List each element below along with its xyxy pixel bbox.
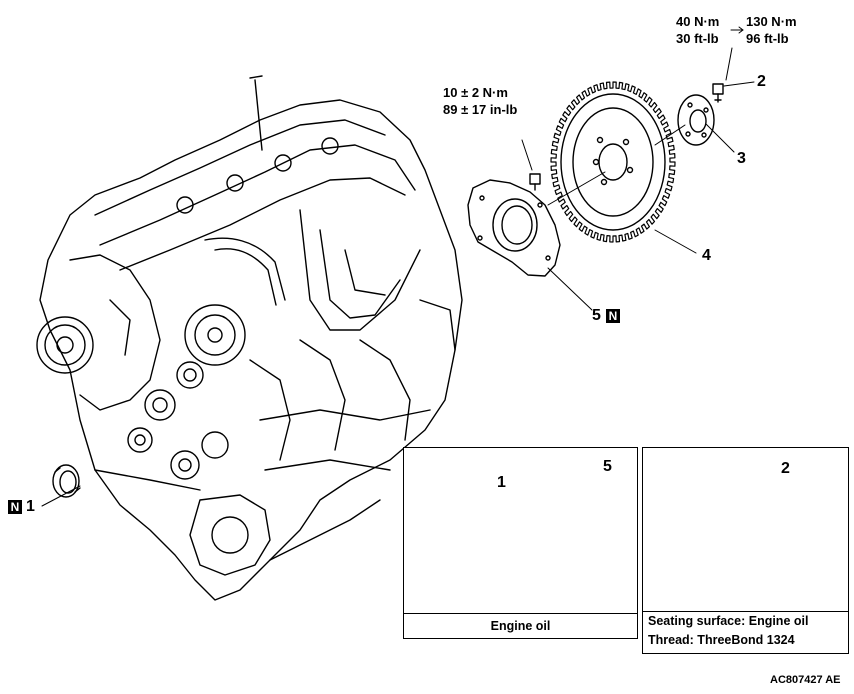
inset-callout-2: 2 — [781, 460, 790, 477]
inset-callout-1: 1 — [497, 474, 506, 491]
new-part-badge: N — [606, 309, 620, 323]
caption-thread: Thread: ThreeBond 1324 — [648, 633, 795, 647]
flywheel — [550, 81, 676, 243]
flywheel-bolt — [712, 83, 724, 103]
new-part-badge: N — [8, 500, 22, 514]
callout-1: 1 — [26, 498, 35, 515]
torque-initial-ftlb: 30 ft-lb — [676, 31, 719, 46]
inset-callout-5: 5 — [603, 458, 612, 475]
callout-4: 4 — [702, 247, 711, 264]
inset-engine-oil-caption: Engine oil — [404, 613, 637, 638]
callout-3: 3 — [737, 150, 746, 167]
torque-final-nm: 130 N·m — [746, 14, 797, 29]
torque-final-ftlb: 96 ft-lb — [746, 31, 789, 46]
caption-seating-surface: Seating surface: Engine oil — [648, 614, 809, 628]
adapter-plate — [677, 94, 715, 146]
inset-bolt-caption: Seating surface: Engine oil Thread: Thre… — [643, 611, 848, 653]
inset-bolt-panel: 2 Seating surface: Engine oil Thread: Th… — [642, 447, 849, 654]
callout-2: 2 — [757, 73, 766, 90]
reference-code: AC807427 AE — [770, 674, 841, 686]
torque-seal-case-nm: 10 ± 2 N·m — [443, 85, 508, 100]
inset-engine-oil-panel: 1 5 Engine oil — [403, 447, 638, 639]
rear-oil-seal-case — [467, 179, 561, 277]
engine-block — [36, 75, 463, 601]
front-oil-seal — [52, 464, 81, 498]
torque-seal-case-inlb: 89 ± 17 in-lb — [443, 102, 518, 117]
torque-initial-nm: 40 N·m — [676, 14, 720, 29]
callout-5: 5 — [592, 307, 601, 324]
seal-case-bolt — [529, 173, 541, 191]
